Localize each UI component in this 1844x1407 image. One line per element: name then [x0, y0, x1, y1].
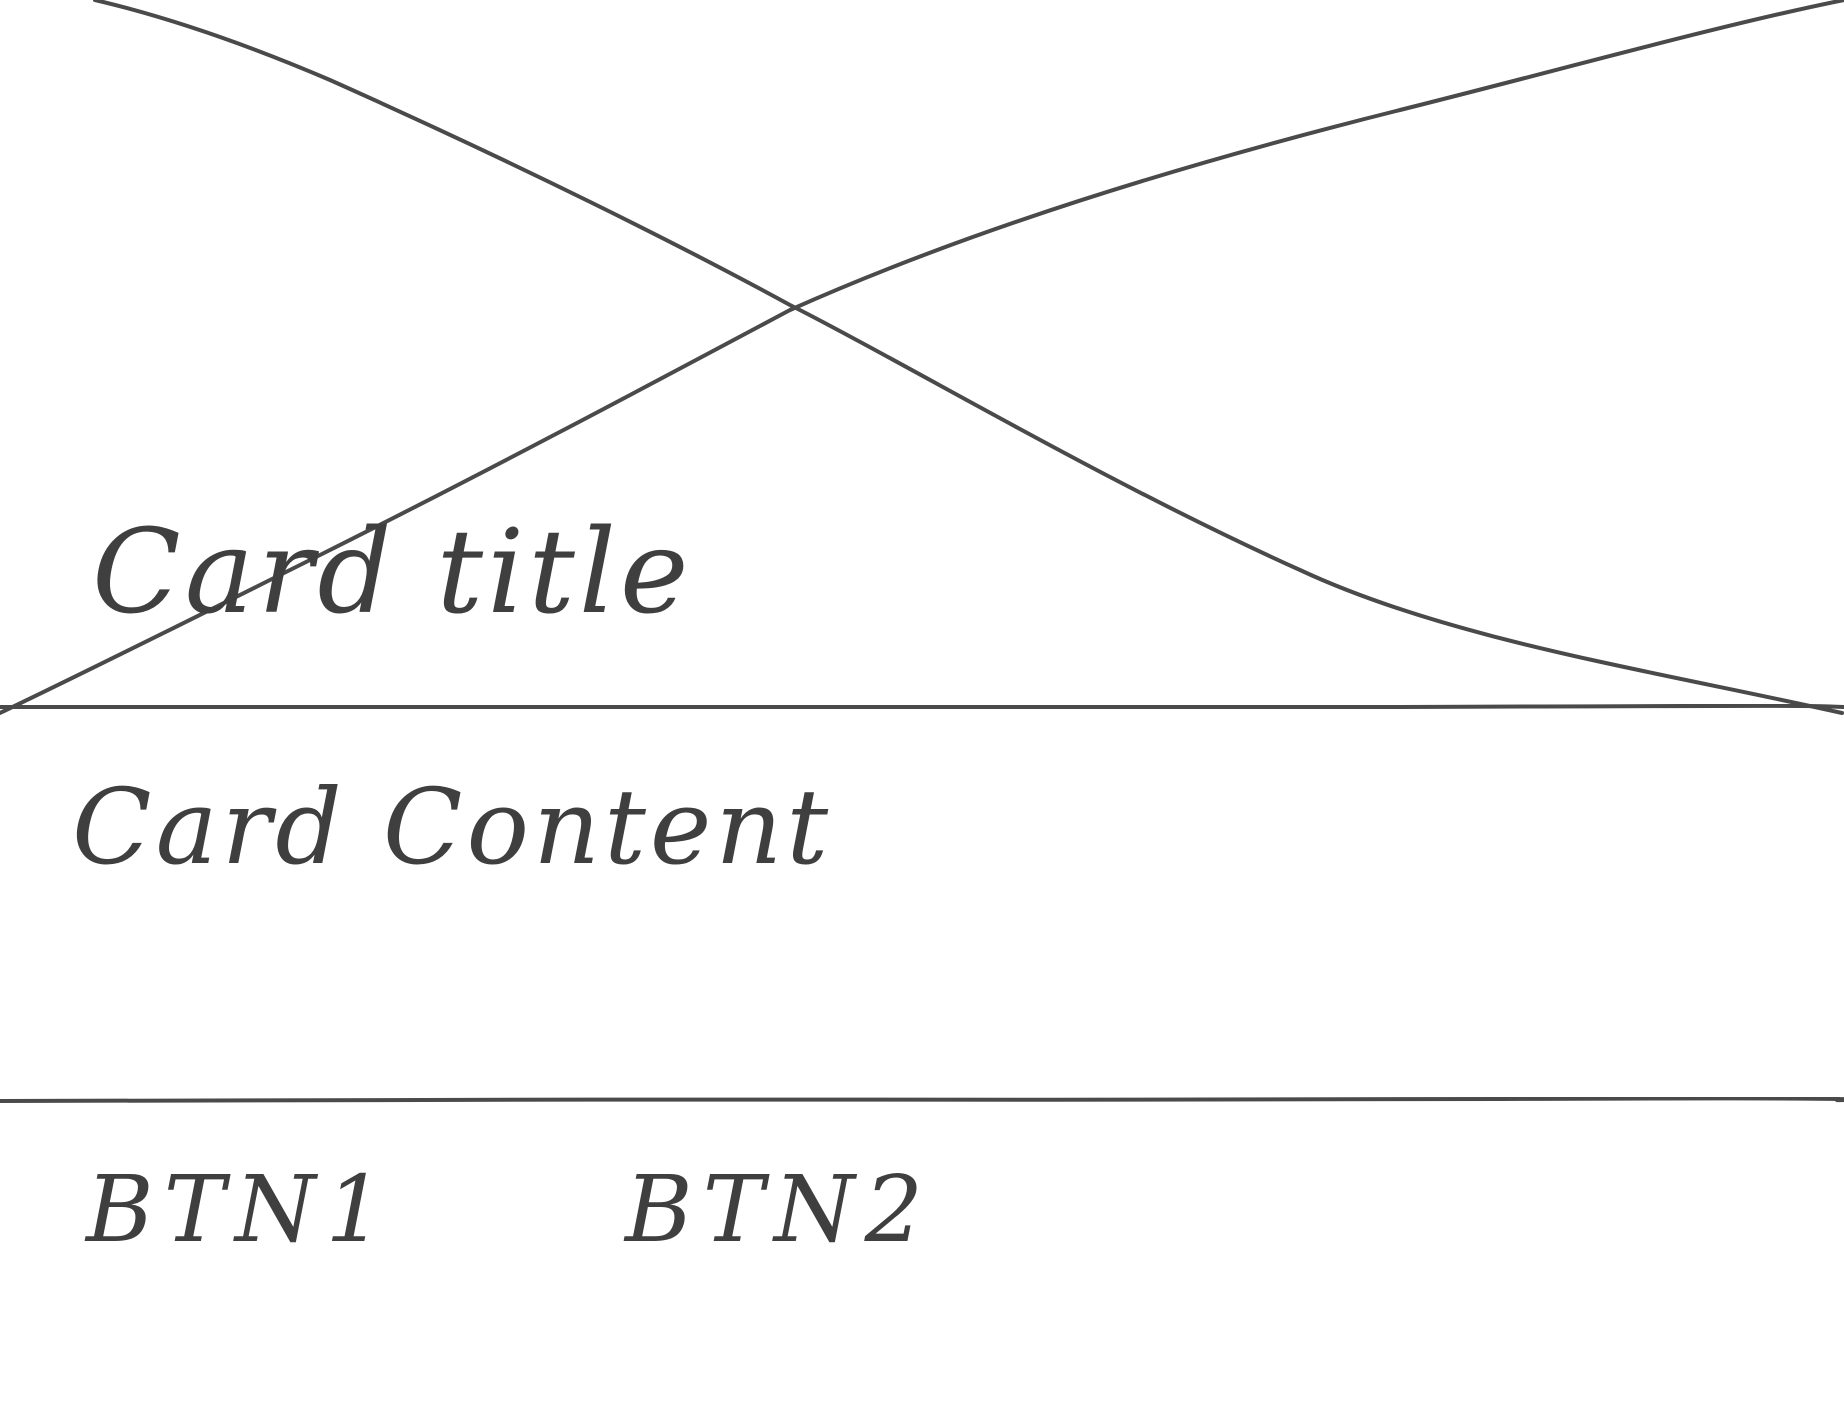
- btn2-button[interactable]: BTN2: [625, 1150, 933, 1270]
- card-title: Card title: [92, 505, 693, 640]
- actions-divider: [0, 1097, 1844, 1103]
- btn1-button[interactable]: BTN1: [86, 1150, 394, 1270]
- title-divider: [0, 704, 1844, 710]
- image-placeholder-cross-icon: [0, 0, 1844, 715]
- card-image-placeholder: [0, 0, 1844, 715]
- card-content: Card Content: [72, 766, 833, 888]
